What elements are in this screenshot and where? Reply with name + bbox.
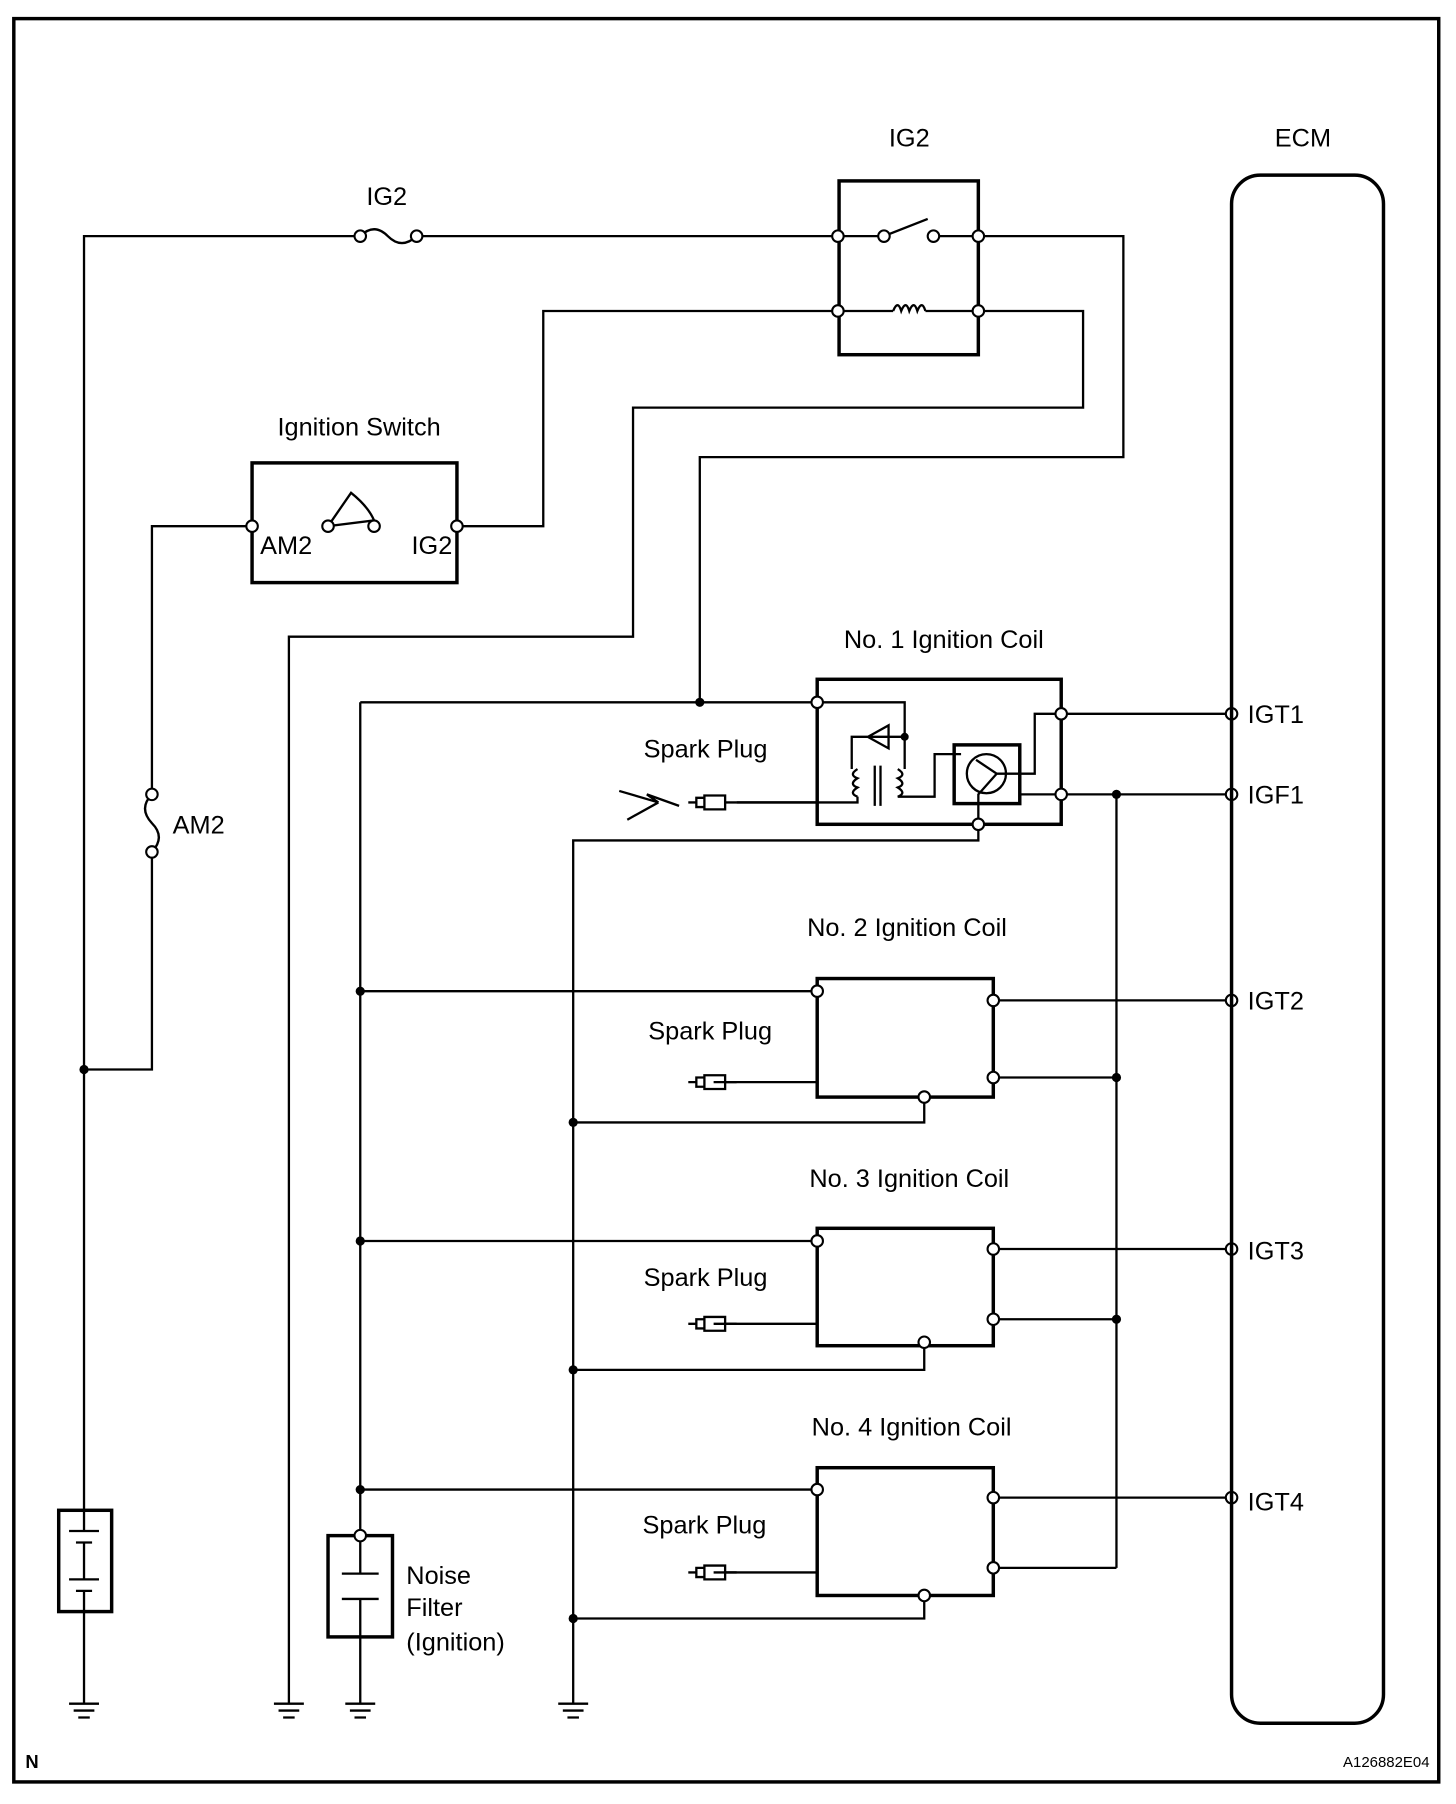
junction-dot (1111, 1072, 1122, 1083)
spark-plug-4-label: Spark Plug (642, 1511, 766, 1539)
spark-plug-icon (688, 794, 737, 811)
junction-dot (355, 986, 365, 996)
terminal (1054, 787, 1069, 802)
switch-terminal-am2: AM2 (260, 532, 312, 560)
coil-4-label: No. 4 Ignition Coil (812, 1413, 1012, 1441)
wires (82, 235, 1232, 1704)
terminal (877, 229, 891, 243)
terminal (986, 993, 1001, 1008)
ecm-box (1229, 173, 1386, 1725)
terminal (353, 229, 368, 243)
junction-dot (695, 697, 705, 707)
terminal (971, 304, 986, 318)
junction-dot (568, 1613, 578, 1624)
terminal (810, 1234, 824, 1248)
terminal (353, 1528, 368, 1543)
ignition-coil-1 (815, 677, 1063, 827)
ecm-terminal-igt3: IGT3 (1248, 1237, 1304, 1265)
am2-fuse-label: AM2 (173, 812, 225, 840)
ignition-switch-label: Ignition Switch (277, 413, 440, 441)
coil-1-label: No. 1 Ignition Coil (844, 626, 1044, 654)
terminal (145, 787, 159, 802)
terminal (810, 1482, 824, 1497)
am2-fuse (143, 793, 160, 853)
terminal (971, 229, 986, 243)
junction-dot (568, 1365, 578, 1375)
spark-plug-3-label: Spark Plug (644, 1264, 768, 1292)
terminal (1054, 707, 1069, 721)
terminal (245, 519, 259, 533)
ground-icon (345, 1702, 376, 1719)
terminal (926, 229, 941, 243)
terminal (986, 1490, 1001, 1505)
terminal (986, 1242, 1001, 1256)
terminal (409, 229, 424, 243)
coil-3-label: No. 3 Ignition Coil (809, 1165, 1009, 1193)
spark-plug-icon (688, 1315, 737, 1332)
terminal (917, 1335, 932, 1350)
ignition-coil-4 (815, 1465, 996, 1598)
ig2-fuse (359, 228, 418, 245)
ecm-terminal-igt1: IGT1 (1248, 701, 1304, 729)
terminal (986, 1561, 1001, 1575)
relay-coil-icon (892, 304, 927, 315)
ignition-coil-3 (815, 1226, 996, 1348)
terminal (917, 1090, 932, 1104)
terminal (917, 1588, 932, 1603)
terminal (321, 519, 335, 533)
ground-icon (273, 1702, 304, 1719)
spark-plug-icon (688, 1564, 737, 1581)
ecm-terminal-igt4: IGT4 (1248, 1488, 1304, 1516)
coil-2-label: No. 2 Ignition Coil (807, 914, 1007, 942)
switch-terminal-ig2: IG2 (412, 532, 453, 560)
junction-dot (79, 1064, 89, 1075)
noise-filter-label-1: Noise (406, 1562, 471, 1590)
terminal (367, 519, 381, 533)
junction-dot (568, 1117, 578, 1128)
spark-icon (618, 789, 680, 821)
terminal (986, 1070, 1001, 1085)
spark-plug-1-label: Spark Plug (644, 736, 768, 764)
ig2-fuse-label: IG2 (366, 183, 407, 211)
noise-filter-label-3: (Ignition) (406, 1629, 504, 1657)
terminal (145, 845, 159, 859)
corner-mark: N (25, 1751, 38, 1772)
spark-plug-icon (688, 1074, 737, 1091)
noise-filter-label-2: Filter (406, 1594, 463, 1622)
ecm-terminal-igf1: IGF1 (1248, 782, 1304, 810)
terminal (986, 1312, 1001, 1327)
figure-code: A126882E04 (1343, 1754, 1429, 1771)
ground-icon (69, 1702, 99, 1719)
junction-dot (1111, 1314, 1122, 1324)
ecm-terminal-igt2: IGT2 (1248, 988, 1304, 1016)
frame-border (12, 16, 1441, 1784)
ecm-label: ECM (1275, 124, 1331, 152)
terminal (971, 817, 986, 832)
terminal (810, 984, 824, 998)
terminal (831, 229, 845, 243)
terminal (450, 519, 464, 533)
relay-label: IG2 (889, 124, 930, 152)
terminal (831, 304, 845, 318)
ground-icon (558, 1702, 589, 1719)
terminal (810, 695, 824, 710)
junction-dot (1111, 789, 1122, 799)
ig2-relay (837, 179, 981, 357)
junction-dot (355, 1236, 365, 1246)
ignition-coil-2 (815, 976, 996, 1099)
spark-plug-2-label: Spark Plug (648, 1018, 772, 1046)
junction-dot (355, 1484, 365, 1495)
transformer-icon (736, 752, 962, 806)
